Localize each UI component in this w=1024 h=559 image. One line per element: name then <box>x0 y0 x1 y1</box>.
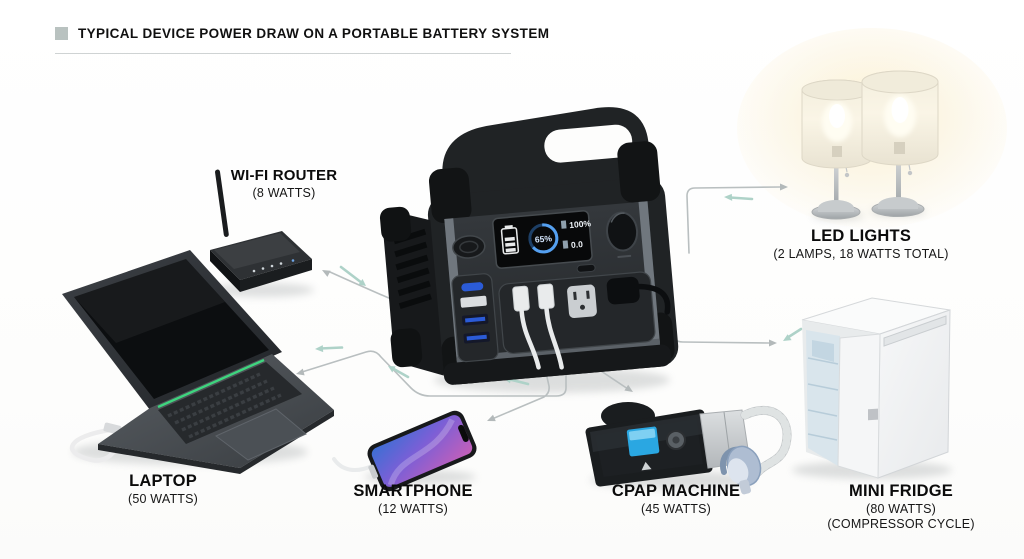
led-lights-name: LED LIGHTS <box>810 227 912 245</box>
arrowhead-router <box>322 270 331 277</box>
mini-fridge-illustration <box>801 297 951 479</box>
usb-label-pill <box>461 282 484 292</box>
router-status-leds <box>252 259 295 273</box>
cpap-mask <box>719 445 762 495</box>
flow-line-smartphone <box>491 367 550 420</box>
flow-line-laptop <box>301 350 567 397</box>
flow-line-fridge <box>663 303 770 344</box>
led-lights-power: (2 LAMPS, 18 WATTS TOTAL) <box>773 246 949 261</box>
charge-percent-value: 65% <box>534 233 552 244</box>
label-cpap: CPAP MACHINE (45 WATTS) <box>612 481 740 517</box>
smartphone-screen <box>371 415 473 487</box>
wifi-router-name: WI-FI ROUTER <box>230 167 338 184</box>
title-underline <box>55 53 511 54</box>
white-cables <box>512 283 564 370</box>
page-title: TYPICAL DEVICE POWER DRAW ON A PORTABLE … <box>78 26 550 41</box>
router-antenna <box>215 169 229 237</box>
lamp-back <box>801 79 873 220</box>
smartphone-notch <box>458 424 469 442</box>
laptop-power: (50 WATTS) <box>127 491 199 506</box>
charge-ring <box>528 223 559 254</box>
fridge-interior <box>806 330 840 466</box>
label-mini-fridge: MINI FRIDGE (80 WATTS) (COMPRESSOR CYCLE… <box>827 481 974 533</box>
mini-fridge-power-note: (COMPRESSOR CYCLE) <box>827 517 975 532</box>
arrowhead-smartphone <box>487 414 496 422</box>
arrowhead-laptop <box>296 368 305 376</box>
cpap-power: (45 WATTS) <box>640 501 712 516</box>
arrowhead-led <box>780 183 788 191</box>
laptop-name: LAPTOP <box>129 472 197 490</box>
cpap-name: CPAP MACHINE <box>611 482 741 500</box>
mini-fridge-name: MINI FRIDGE <box>849 482 953 500</box>
laptop-illustration <box>62 250 334 474</box>
smartphone-illustration <box>332 410 477 492</box>
ac-outlet <box>567 284 597 319</box>
laptop-light-bar <box>157 358 265 409</box>
wifi-router-power: (8 WATTS) <box>252 185 316 200</box>
dc-socket <box>606 211 639 252</box>
battery-display: 65% 100% 0.0 <box>492 210 593 269</box>
led-lights-illustration <box>801 70 939 220</box>
fridge-door-handle <box>883 315 947 347</box>
handle-cutout <box>544 124 633 163</box>
fridge-door-edge <box>837 333 881 479</box>
label-led-lights: LED LIGHTS (2 LAMPS, 18 WATTS TOTAL) <box>773 226 948 262</box>
arrowhead-cpap <box>624 384 633 392</box>
header: TYPICAL DEVICE POWER DRAW ON A PORTABLE … <box>55 26 549 41</box>
label-laptop: LAPTOP (50 WATTS) <box>128 471 198 507</box>
ac-plug <box>606 276 671 315</box>
display-top-value: 100% <box>569 218 592 230</box>
smartphone-name: SMARTPHONE <box>353 482 473 500</box>
display-bottom-value: 0.0 <box>571 239 584 250</box>
laptop-trackpad <box>215 408 307 461</box>
side-vents <box>393 228 432 310</box>
battery-station-illustration: 65% 100% 0.0 <box>379 107 679 385</box>
label-wifi-router: WI-FI ROUTER (8 WATTS) <box>231 167 338 201</box>
flow-line-led <box>686 186 781 254</box>
power-button <box>452 235 486 259</box>
mini-fridge-power: (80 WATTS) <box>865 501 937 516</box>
smartphone-power: (12 WATTS) <box>377 501 449 516</box>
lamp-front <box>861 70 939 217</box>
cpap-illustration <box>585 402 792 495</box>
usb-port-1 <box>460 295 487 308</box>
title-bullet-icon <box>55 27 68 40</box>
label-smartphone: SMARTPHONE (12 WATTS) <box>353 481 472 517</box>
wifi-router-illustration <box>210 169 312 292</box>
arrowhead-fridge <box>769 339 777 347</box>
flow-arrowheads <box>296 183 788 422</box>
